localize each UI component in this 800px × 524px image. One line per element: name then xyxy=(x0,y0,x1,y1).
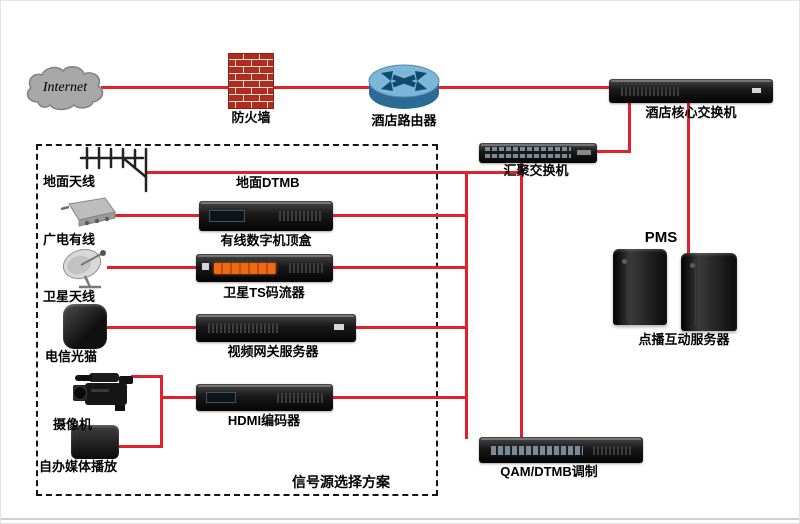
firewall-icon xyxy=(228,53,274,109)
line-router-core-switch xyxy=(439,86,611,89)
hdmi-encoder-icon xyxy=(196,384,333,411)
qam-label: QAM/DTMB调制 xyxy=(500,464,598,479)
line-core-switch-vod-server xyxy=(687,101,690,256)
line-stb-bus xyxy=(331,214,467,217)
line-hdmi-bus xyxy=(331,396,467,399)
rack-highlight xyxy=(198,385,331,387)
rack-vents xyxy=(593,446,633,455)
rack-vents xyxy=(277,393,323,403)
vod-server-label: 点播互动服务器 xyxy=(638,332,730,347)
rack-vents xyxy=(621,87,681,96)
line-internet-firewall xyxy=(101,86,231,89)
line-media-junction xyxy=(115,445,163,448)
line-junction-vertical xyxy=(160,375,163,448)
line-core-switch-agg-switch-v xyxy=(628,101,631,153)
line-ts-bus xyxy=(331,266,467,269)
media-player-icon xyxy=(71,425,119,459)
firewall-label: 防火墙 xyxy=(231,110,271,125)
switch-ports-row1 xyxy=(485,147,571,151)
cable-splitter-icon xyxy=(60,195,119,231)
line-core-switch-agg-switch-h xyxy=(595,150,631,153)
line-agg-switch-qam xyxy=(520,161,523,439)
line-signal-bus-vertical xyxy=(465,171,468,439)
antenna-label: 地面天线 xyxy=(43,174,96,189)
router-icon xyxy=(367,55,441,113)
rack-highlight xyxy=(198,315,354,317)
ts-streamer-icon xyxy=(196,254,333,282)
signal-box-label: 信号源选择方案 xyxy=(292,474,390,490)
power-led xyxy=(690,263,695,268)
vod-server-tower-left-icon xyxy=(613,249,667,325)
rack-highlight xyxy=(481,438,641,440)
page-bottom-edge xyxy=(1,518,799,520)
encoder-display xyxy=(206,392,236,403)
media-player-label: 自办媒体播放 xyxy=(39,459,118,474)
internet-cloud-icon xyxy=(23,61,107,117)
line-cable-stb xyxy=(113,214,201,217)
cable-label: 广电有线 xyxy=(43,232,96,247)
rack-logo xyxy=(577,150,591,155)
agg-switch-label: 汇聚交换机 xyxy=(503,163,569,178)
stb-label: 有线数字机顶盒 xyxy=(220,233,312,248)
hdmi-encoder-label: HDMI编码器 xyxy=(227,413,301,428)
line-gateway-bus xyxy=(354,326,467,329)
stb-display xyxy=(209,210,245,222)
router-label: 酒店路由器 xyxy=(371,113,437,128)
signal-source-group-box xyxy=(36,144,438,496)
line-modem-gateway xyxy=(103,326,198,329)
rack-logo xyxy=(202,263,209,270)
line-junction-hdmi xyxy=(160,396,198,399)
optical-modem-icon xyxy=(63,304,107,349)
rack-logo xyxy=(752,88,761,93)
core-switch-label: 酒店核心交换机 xyxy=(645,105,737,120)
qam-ports xyxy=(491,446,583,455)
camera-label: 摄像机 xyxy=(53,417,93,432)
satellite-label: 卫星天线 xyxy=(43,289,96,304)
vod-server-tower-right-icon xyxy=(681,253,737,331)
satellite-dish-icon xyxy=(61,247,113,289)
rack-vents xyxy=(289,263,325,273)
rack-highlight xyxy=(198,255,331,257)
stb-icon xyxy=(199,201,333,231)
qam-modulator-icon xyxy=(479,437,643,463)
video-gateway-icon xyxy=(196,314,356,342)
rack-highlight xyxy=(201,202,331,204)
core-switch-icon xyxy=(609,79,773,103)
rack-highlight xyxy=(481,144,595,146)
camera-icon xyxy=(71,363,137,415)
rack-vents xyxy=(279,211,323,221)
tower-seam xyxy=(695,259,696,325)
line-satellite-ts xyxy=(107,266,198,269)
internet-label: Internet xyxy=(42,80,88,95)
line-signal-bus-horizontal xyxy=(147,171,524,174)
pms-label: PMS xyxy=(644,229,678,246)
gateway-label: 视频网关服务器 xyxy=(227,344,319,359)
agg-switch-icon xyxy=(479,143,597,163)
rack-highlight xyxy=(611,80,771,82)
power-led xyxy=(622,259,627,264)
line-firewall-router xyxy=(272,86,369,89)
line-camera-junction xyxy=(131,375,163,378)
tower-seam xyxy=(627,255,628,319)
switch-ports-row2 xyxy=(485,154,571,158)
terrestrial-antenna-icon xyxy=(79,145,157,193)
ts-led-display xyxy=(214,263,276,274)
ts-streamer-label: 卫星TS码流器 xyxy=(223,285,305,300)
rack-vents xyxy=(208,323,278,333)
rack-logo xyxy=(334,324,344,330)
dtmb-label: 地面DTMB xyxy=(236,175,300,190)
modem-label: 电信光猫 xyxy=(45,349,98,364)
